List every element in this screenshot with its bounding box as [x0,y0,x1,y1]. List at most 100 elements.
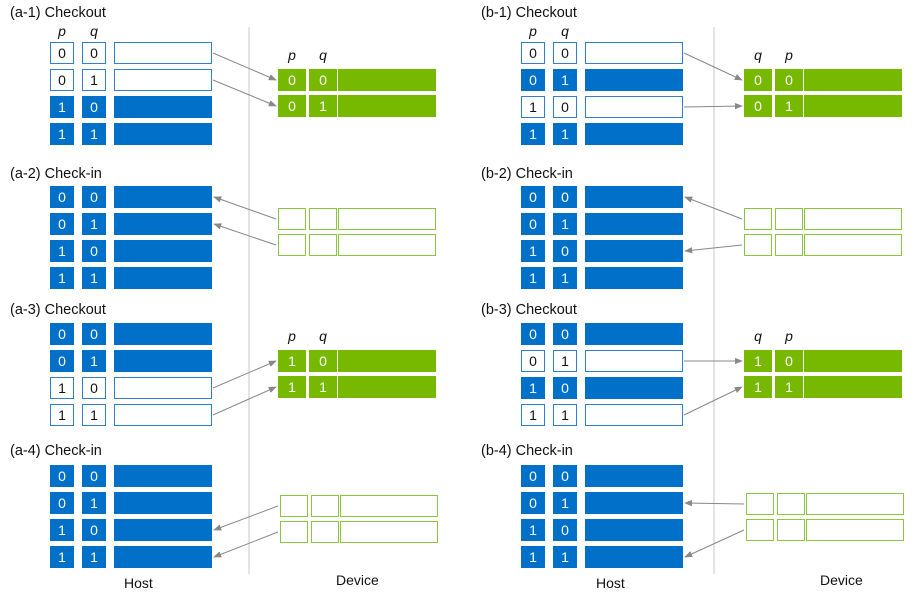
checkin-arrow [684,499,745,507]
device-key-cell: 1 [775,95,803,117]
device-column-header: p [288,328,296,344]
host-key-cell: 1 [50,519,74,541]
device-key-cell [746,519,774,541]
device-key-cell: 0 [309,69,337,91]
host-key-cell: 1 [50,377,74,399]
host-value-cell [114,123,212,145]
host-key-cell: 1 [553,267,577,289]
host-key-cell: 1 [553,123,577,145]
host-key-cell: 0 [553,42,577,64]
device-value-cell [338,376,436,398]
checkin-arrow [213,531,279,558]
device-key-cell: 1 [775,376,803,398]
host-value-cell [114,42,212,64]
device-key-cell [309,234,337,256]
device-value-cell [338,234,436,256]
host-key-cell: 1 [521,519,545,541]
host-value-cell [114,350,212,372]
host-value-cell [585,546,683,568]
host-key-cell: 1 [50,96,74,118]
host-key-cell: 0 [521,69,545,91]
host-key-cell: 1 [553,69,577,91]
host-value-cell [585,186,683,208]
device-label-right: Device [820,572,863,588]
host-value-cell [585,42,683,64]
host-value-cell [585,240,683,262]
host-key-cell: 0 [521,492,545,514]
device-column-header: q [319,47,327,63]
host-column-header: q [561,23,569,39]
host-key-cell: 1 [553,492,577,514]
device-value-cell [804,376,902,398]
device-key-cell [280,495,308,517]
checkout-arrow [212,360,277,389]
host-value-cell [585,96,683,118]
host-key-cell: 1 [50,546,74,568]
device-key-cell: 0 [278,95,306,117]
device-value-cell [338,350,436,372]
host-key-cell: 0 [82,519,106,541]
device-key-cell: 1 [309,95,337,117]
host-key-cell: 0 [553,186,577,208]
host-key-cell: 0 [50,350,74,372]
host-key-cell: 0 [553,519,577,541]
host-value-cell [114,69,212,91]
host-value-cell [585,323,683,345]
host-key-cell: 1 [82,350,106,372]
panel-title: (a-4) Check-in [10,443,102,459]
checkout-arrow [212,79,277,107]
host-key-cell: 1 [50,240,74,262]
host-value-cell [585,377,683,399]
device-key-cell: 0 [775,350,803,372]
device-key-cell [744,234,772,256]
checkin-arrow [684,244,743,254]
panel-title: (b-4) Check-in [481,443,573,459]
panel-title: (a-3) Checkout [10,302,106,318]
host-key-cell: 1 [50,404,74,426]
checkin-arrow [684,529,745,558]
device-key-cell [775,234,803,256]
host-key-cell: 1 [553,350,577,372]
device-value-cell [804,350,902,372]
host-key-cell: 0 [553,323,577,345]
host-key-cell: 0 [82,377,106,399]
host-key-cell: 0 [82,96,106,118]
device-key-cell: 0 [309,350,337,372]
device-key-cell: 1 [278,376,306,398]
host-key-cell: 0 [50,42,74,64]
host-key-cell: 0 [82,240,106,262]
checkout-arrow [212,52,277,81]
device-key-cell [278,208,306,230]
device-key-cell: 1 [309,376,337,398]
device-column-header: q [319,328,327,344]
host-key-cell: 0 [50,186,74,208]
host-key-cell: 1 [82,546,106,568]
host-value-cell [114,519,212,541]
checkout-arrow [683,386,743,416]
device-value-cell [804,234,902,256]
host-key-cell: 0 [521,186,545,208]
host-key-cell: 0 [50,213,74,235]
checkin-arrow [684,196,743,220]
host-value-cell [585,465,683,487]
host-value-cell [585,519,683,541]
device-key-cell [744,208,772,230]
host-key-cell: 0 [50,323,74,345]
host-value-cell [114,323,212,345]
device-key-cell: 0 [744,69,772,91]
device-column-header: p [785,47,793,63]
checkout-arrow [212,386,277,416]
device-key-cell [777,519,805,541]
host-value-cell [585,123,683,145]
device-column-header: p [785,328,793,344]
host-key-cell: 1 [521,404,545,426]
device-label-left: Device [336,572,379,588]
host-key-cell: 1 [521,240,545,262]
device-key-cell [278,234,306,256]
host-value-cell [114,404,212,426]
device-value-cell [340,521,438,543]
host-key-cell: 0 [553,96,577,118]
device-key-cell: 0 [775,69,803,91]
host-label-left: Host [124,575,153,591]
device-column-header: p [288,47,296,63]
